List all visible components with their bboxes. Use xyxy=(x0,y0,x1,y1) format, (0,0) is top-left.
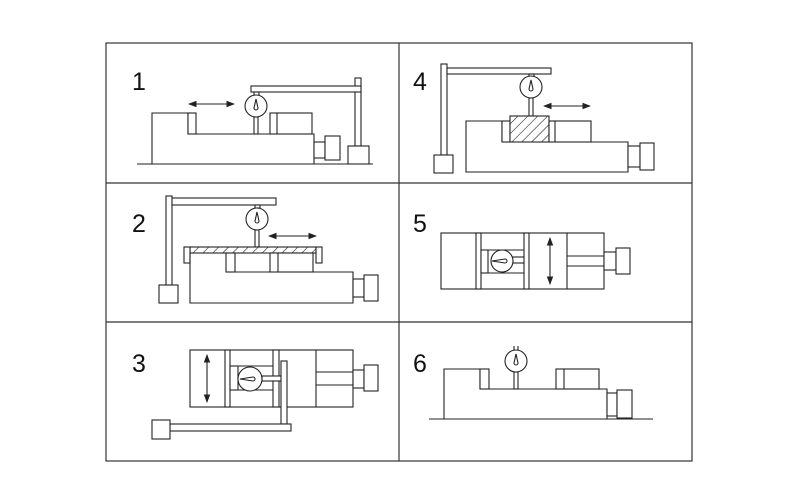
stand-arm xyxy=(446,67,552,75)
panel-1: 1 xyxy=(132,68,373,165)
panel-label: 1 xyxy=(132,68,146,96)
stand-base xyxy=(433,154,454,174)
vise-top-view xyxy=(440,232,605,290)
panel-5: 5 xyxy=(413,210,631,290)
dial-indicator-icon xyxy=(237,366,263,392)
moving-jaw xyxy=(548,120,592,143)
knob xyxy=(363,364,379,392)
fixed-jaw xyxy=(187,112,197,135)
panel-label: 3 xyxy=(132,350,146,378)
dial-indicator-icon xyxy=(244,91,268,135)
fixed-jaw xyxy=(225,252,236,273)
stand-arm xyxy=(169,423,292,432)
moving-jaw xyxy=(269,112,313,135)
panel-2: 2 xyxy=(132,195,379,304)
stand-arm xyxy=(171,197,277,206)
hatched-workpiece xyxy=(509,115,550,143)
knob xyxy=(616,389,633,419)
dial-indicator-icon xyxy=(504,346,528,390)
stand-base xyxy=(151,419,171,440)
handle xyxy=(313,141,326,159)
panel-grid xyxy=(105,42,693,462)
panel-6: 6 xyxy=(413,346,653,420)
knob xyxy=(615,247,631,275)
knob xyxy=(639,142,655,171)
moving-jaw xyxy=(555,368,600,390)
hatched-plate xyxy=(189,246,317,254)
knob xyxy=(363,274,379,302)
moving-jaw xyxy=(269,252,314,273)
fixed-jaw xyxy=(479,368,490,390)
stand-column xyxy=(165,195,173,286)
panel-3: 3 xyxy=(132,349,379,440)
dial-indicator-icon xyxy=(519,73,543,117)
dial-indicator-icon xyxy=(245,204,269,248)
fixed-jaw xyxy=(501,120,511,143)
dial-indicator-icon xyxy=(490,249,514,273)
panel-4: 4 xyxy=(413,63,655,174)
panel-label: 4 xyxy=(413,68,427,96)
stand-column xyxy=(280,360,288,425)
stand-base xyxy=(347,145,370,165)
handle xyxy=(352,278,365,298)
knob xyxy=(324,135,341,161)
panel-label: 6 xyxy=(413,350,427,378)
handle xyxy=(627,145,641,168)
handle xyxy=(606,392,618,417)
handle xyxy=(352,369,365,389)
stand-arm xyxy=(250,85,362,93)
stand-column xyxy=(440,63,448,156)
stand-base xyxy=(158,284,179,304)
panel-label: 5 xyxy=(413,210,427,238)
handle xyxy=(603,251,617,271)
panel-label: 2 xyxy=(132,210,146,238)
